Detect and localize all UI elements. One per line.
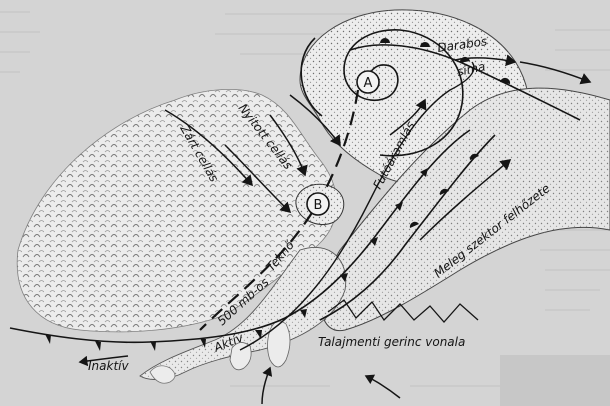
- label-inaktiv: Inaktív: [88, 359, 129, 373]
- label-a: A: [364, 76, 373, 91]
- label-b: B: [314, 198, 323, 213]
- low-center-a: A: [357, 71, 379, 93]
- low-center-b: B: [307, 193, 329, 215]
- label-talajmenti: Talajmenti gerinc vonala: [318, 335, 465, 349]
